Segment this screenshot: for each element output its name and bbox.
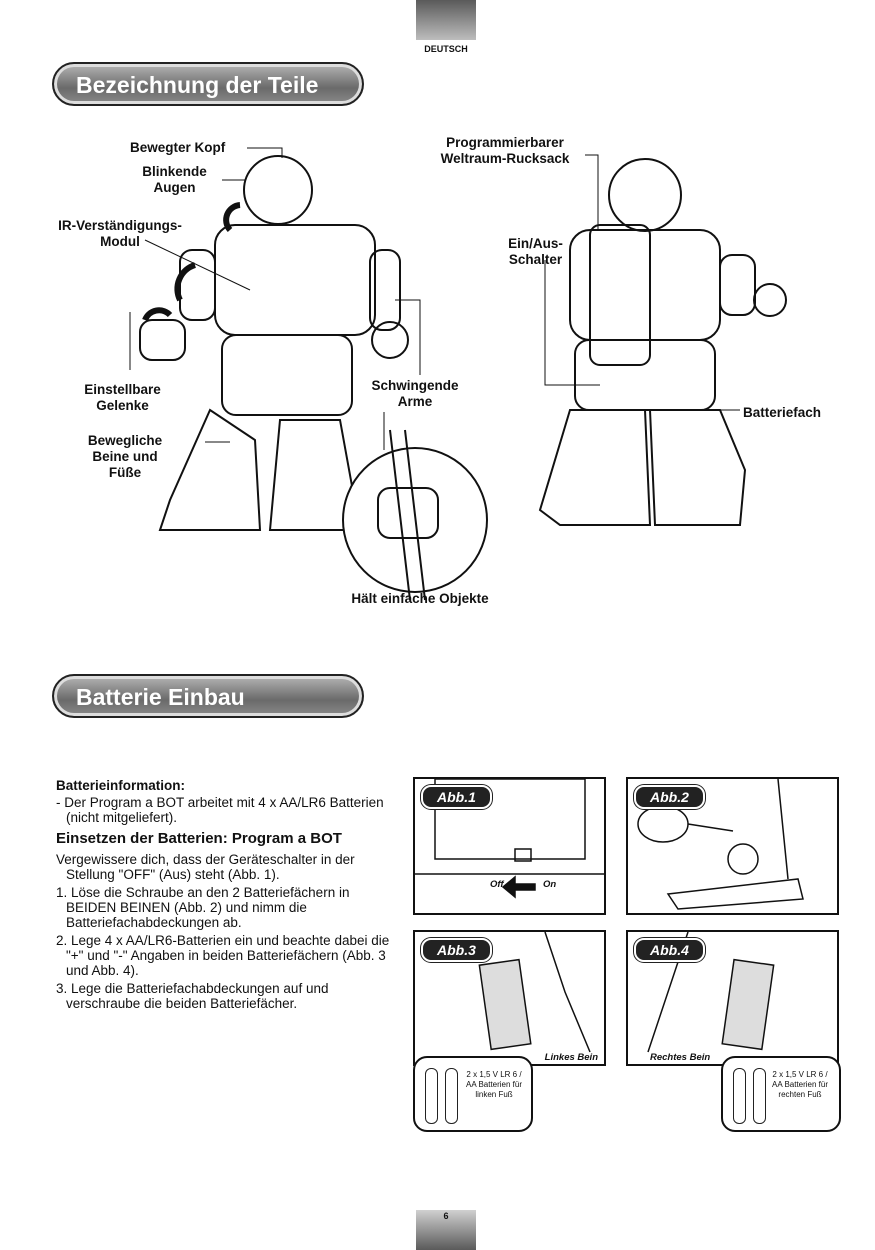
language-label: DEUTSCH (424, 44, 468, 54)
step-2: 2. Lege 4 x AA/LR6-Batterien ein und bea… (56, 933, 390, 978)
figure-tag: Abb.4 (634, 938, 705, 962)
battery-info-heading: Batterieinformation: (56, 778, 186, 793)
label-moving-head: Bewegter Kopf (130, 140, 226, 155)
label-on-off-switch: Ein/Aus- Schalter (508, 236, 563, 267)
battery-note: 2 x 1,5 V LR 6 / AA Batterien für rechte… (771, 1070, 829, 1099)
battery-inset-right: 2 x 1,5 V LR 6 / AA Batterien für rechte… (721, 1056, 841, 1132)
leg-label: Rechtes Bein (650, 1052, 711, 1063)
battery-icon (733, 1068, 746, 1124)
label-blinking-eyes: Blinkende Augen (142, 164, 207, 195)
battery-icon (425, 1068, 438, 1124)
header-tab (416, 0, 476, 40)
switch-on-label: On (543, 879, 557, 890)
section-title-parts: Bezeichnung der Teile (52, 62, 364, 106)
label-ir-module: IR-Verständigungs- Modul (58, 218, 182, 249)
battery-icon (753, 1068, 766, 1124)
leg-label: Linkes Bein (544, 1052, 598, 1063)
intro-text: Vergewissere dich, dass der Geräteschalt… (56, 852, 355, 882)
battery-instructions: Batterieinformation: - Der Program a BOT… (56, 778, 401, 1014)
figure-abb2: Abb.2 (626, 777, 839, 915)
page-number: 6 (443, 1211, 449, 1221)
battery-icon (445, 1068, 458, 1124)
step-3: 3. Lege die Batteriefachabdeckungen auf … (56, 981, 329, 1011)
section-title-battery: Batterie Einbau (52, 674, 364, 718)
label-adjustable-joints: Einstellbare Gelenke (84, 382, 161, 413)
label-holds-objects: Hält einfache Objekte (351, 591, 489, 606)
figure-abb1: Abb.1 Off On (413, 777, 606, 915)
footer-tab (416, 1210, 476, 1250)
figure-tag: Abb.3 (421, 938, 492, 962)
label-swinging-arms: Schwingende Arme (371, 378, 459, 409)
label-movable-legs: Bewegliche Beine und Füße (87, 433, 163, 480)
battery-inset-left: 2 x 1,5 V LR 6 / AA Batterien für linken… (413, 1056, 533, 1132)
figure-abb3: Abb.3 Linkes Bein (413, 930, 606, 1066)
insert-heading: Einsetzen der Batterien: Program a BOT (56, 830, 342, 847)
step-1: 1. Löse die Schraube an den 2 Batteriefä… (56, 885, 350, 930)
battery-info-text: - Der Program a BOT arbeitet mit 4 x AA/… (56, 795, 384, 825)
figure-tag: Abb.2 (634, 785, 705, 809)
figure-tag: Abb.1 (421, 785, 492, 809)
label-battery-compartment: Batteriefach (743, 405, 822, 420)
switch-off-label: Off (490, 879, 504, 890)
robot-illustrations (129, 147, 787, 601)
label-backpack: Programmierbarer Weltraum-Rucksack (440, 135, 570, 166)
figure-abb4: Abb.4 Rechtes Bein (626, 930, 839, 1066)
battery-note: 2 x 1,5 V LR 6 / AA Batterien für linken… (465, 1070, 523, 1099)
